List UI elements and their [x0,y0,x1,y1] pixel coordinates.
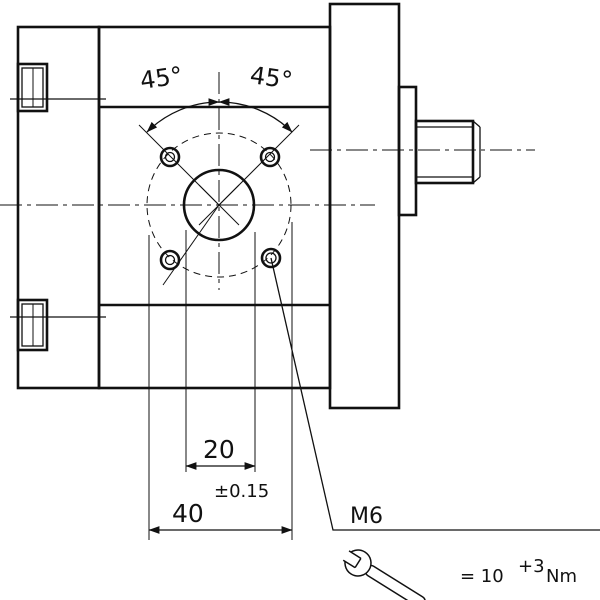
bolt-hole-top-right [259,146,281,168]
torque-value: = 10 [460,566,504,587]
bolt-hole-top-left [159,146,181,168]
drive-shaft [310,85,535,217]
centre-lines [0,72,375,290]
wrench-icon [341,549,426,600]
port-pattern [138,124,300,286]
angle-label-right: 45° [248,61,294,95]
torque-tolerance: +3 [518,556,545,577]
linear-dimensions: 20 ±0.15 40 [148,222,293,540]
pump-body [97,25,332,390]
thread-label: M6 [350,504,383,529]
thread-callout: M6 [270,257,600,531]
central-port [182,168,256,242]
bolt-hole-bottom-left [159,249,181,271]
bolt-circle [146,132,292,278]
rear-cover [10,25,106,390]
leader-line [270,257,600,531]
dimension-20-label: 20 [203,435,235,464]
angle-dimensions: 45° 45° [138,61,294,133]
mounting-flange [328,2,401,410]
dimension-tolerance-label: ±0.15 [214,481,269,502]
torque-unit: Nm [546,566,577,587]
angle-label-left: 45° [138,61,184,95]
bolt-hole-bottom-right [260,247,282,269]
torque-spec: = 10 +3 Nm [341,549,577,600]
dimension-40-label: 40 [172,499,204,528]
